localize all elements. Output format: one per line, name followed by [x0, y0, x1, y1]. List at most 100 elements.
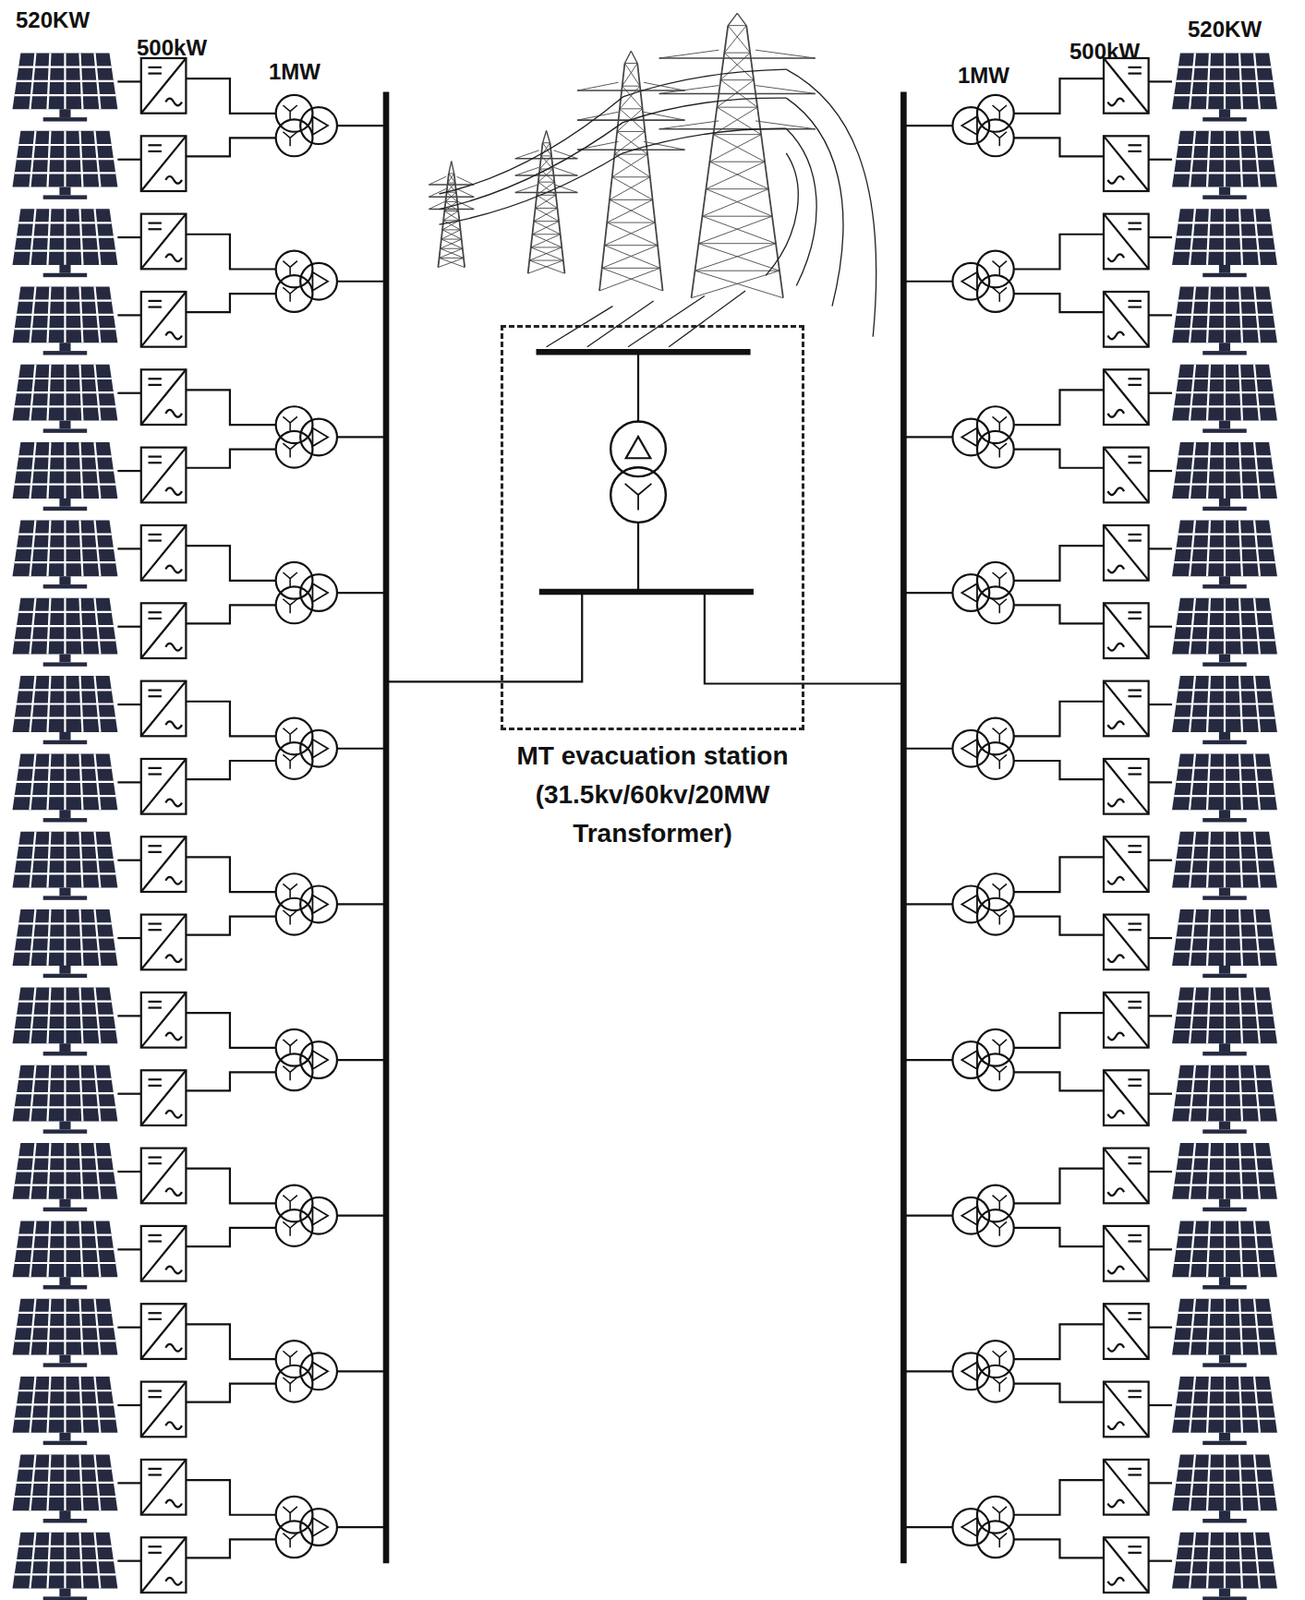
wire [903, 1215, 953, 1218]
tower-brace [612, 176, 651, 178]
panel-grid [1178, 1389, 1272, 1392]
dc-sign [1128, 611, 1142, 614]
winding [952, 107, 990, 145]
dc-sign [148, 1240, 162, 1243]
tower-arm [457, 176, 475, 185]
panel-grid [16, 235, 114, 238]
wye-sign [999, 1228, 1002, 1237]
wire [903, 280, 953, 283]
panel-grid [1173, 1262, 1275, 1265]
panel-stand [59, 108, 71, 118]
inverter-box [141, 58, 187, 114]
inverter-box [141, 1148, 187, 1205]
tower-peak [448, 161, 452, 174]
inverter-symbol [1103, 1382, 1149, 1438]
tower-peak [546, 130, 551, 143]
inverter-box [141, 525, 187, 581]
tower-brace [529, 260, 564, 262]
panel-grid [1175, 1015, 1273, 1017]
solar-panel [1172, 286, 1278, 355]
wye-sign [289, 449, 291, 459]
wye-sign [999, 261, 1007, 268]
tower-arm [659, 49, 720, 59]
tower-arm [659, 57, 816, 60]
wire [1014, 1013, 1104, 1049]
transformer-symbol [952, 873, 1014, 935]
winding [952, 1041, 990, 1079]
inverter-box [1103, 915, 1149, 971]
panel-grid [1173, 1496, 1275, 1499]
wire [1014, 1169, 1104, 1205]
winding [977, 718, 1015, 756]
tower-brace [622, 63, 638, 87]
inverter-box [141, 915, 187, 971]
inverter-symbol [141, 1537, 187, 1594]
panel-face [1172, 286, 1278, 343]
panel-grid [1178, 1001, 1272, 1003]
wire [1014, 545, 1104, 581]
wye-sign [282, 754, 290, 762]
panel-grid [1178, 66, 1272, 69]
wye-sign [999, 761, 1002, 770]
panel-grid [16, 1403, 114, 1406]
panel-grid [18, 611, 112, 614]
inverter-box [141, 447, 187, 504]
wye-sign [999, 293, 1002, 303]
solar-panel [1172, 442, 1278, 511]
panel-stand [43, 1596, 88, 1600]
wye-sign [289, 1513, 291, 1523]
panel-stand [43, 1129, 88, 1134]
inverter-diagonal [1103, 836, 1149, 893]
winding [276, 1341, 314, 1378]
tower-brace [727, 25, 750, 54]
inverter-symbol [141, 369, 187, 425]
panel-stand [1202, 818, 1247, 822]
transformer-symbol [276, 1029, 338, 1091]
panel-grid [1173, 1418, 1275, 1421]
ac-sign [165, 1344, 182, 1353]
panel-grid [18, 144, 112, 146]
wye-sign [999, 734, 1002, 743]
winding [977, 1209, 1015, 1247]
inverter-symbol [141, 603, 187, 659]
panel-grid [1178, 1467, 1272, 1470]
ac-sign [165, 877, 182, 885]
panel-stand [1219, 1199, 1231, 1209]
tower-arm [659, 93, 816, 96]
wye-sign [999, 572, 1007, 580]
inverter-box [1103, 1070, 1149, 1126]
wire [185, 917, 276, 936]
tower-brace [604, 244, 659, 246]
panel-stand [1219, 576, 1231, 585]
tower-brace [531, 246, 562, 248]
panel-face [12, 286, 119, 343]
inverter-diagonal [141, 369, 187, 425]
panel-grid [1178, 688, 1272, 691]
inverter-diagonal [141, 525, 187, 581]
wire [185, 1228, 276, 1247]
panel-stand [1202, 428, 1247, 433]
dc-sign [148, 1552, 162, 1555]
panel-grid [1175, 391, 1273, 394]
wye-sign [999, 1046, 1002, 1055]
inverter-box [141, 291, 187, 348]
dc-sign [148, 767, 162, 770]
inverter-symbol [141, 447, 187, 504]
tower-brace [602, 267, 664, 291]
tower-arm [554, 167, 579, 176]
winding [276, 742, 314, 780]
wire [1014, 604, 1104, 624]
substation [386, 351, 904, 684]
transformer-symbol [952, 718, 1014, 780]
panel-grid [18, 1001, 112, 1003]
inverter-box [1103, 1226, 1149, 1282]
wye-sign [290, 754, 298, 762]
inverter-symbol [1103, 369, 1149, 425]
wye-sign [999, 266, 1002, 276]
dc-sign [148, 1234, 162, 1237]
wye-sign [992, 416, 1001, 423]
panel-face [12, 1533, 119, 1590]
ac-sign [1107, 877, 1124, 885]
panel-stand [43, 895, 88, 900]
panel-stand [1202, 1285, 1247, 1290]
